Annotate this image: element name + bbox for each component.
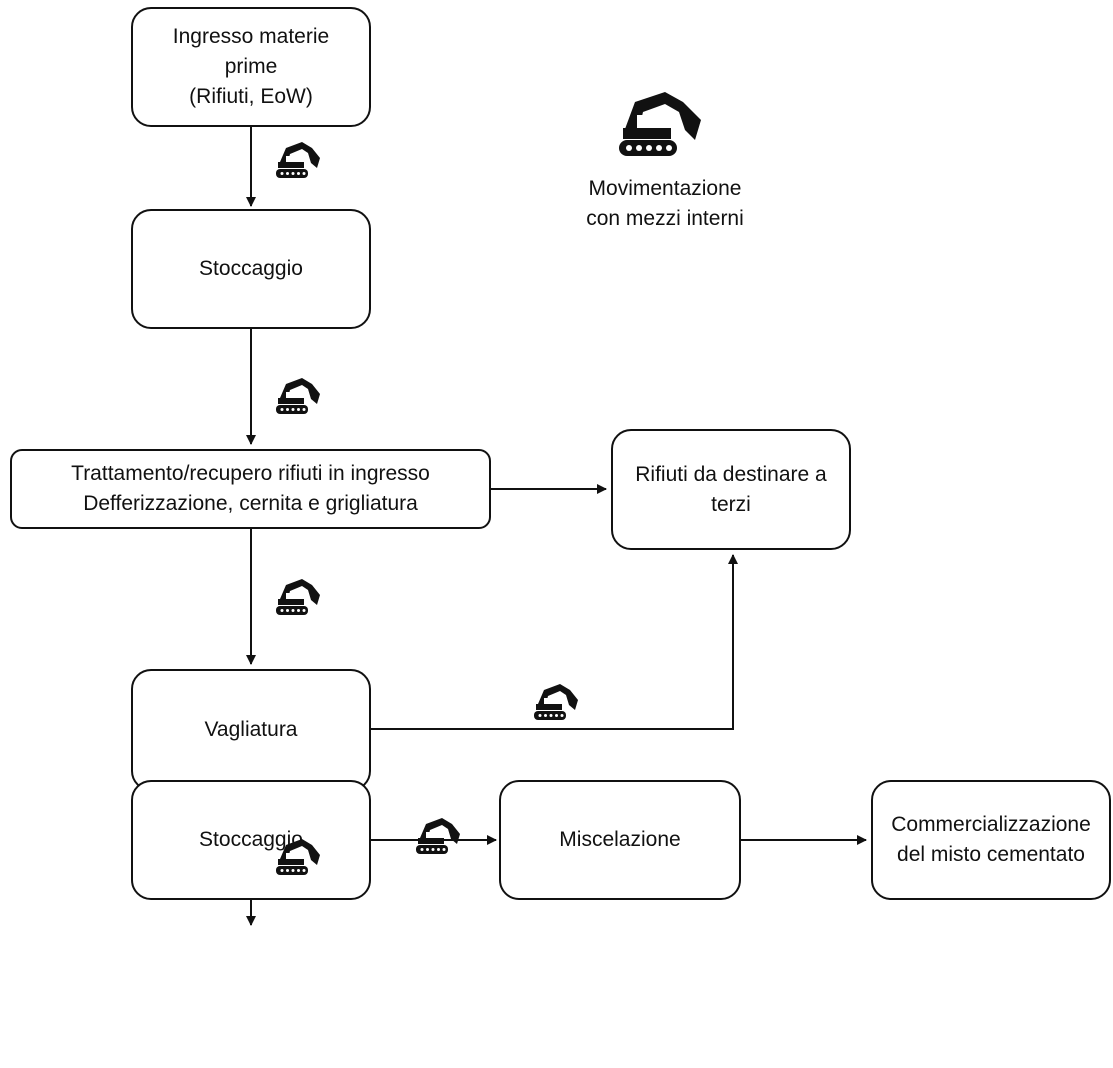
node-ingresso-materie-prime: Ingresso materie prime (Rifiuti, EoW) [131,7,371,127]
node-stoccaggio-2: Stoccaggio [131,780,371,900]
node-vagliatura: Vagliatura [131,669,371,791]
node-commercializzazione: Commercializzazione del misto cementato [871,780,1111,900]
node-rifiuti-terzi: Rifiuti da destinare a terzi [611,429,851,550]
excavator-icon [276,142,320,178]
node-stoccaggio-1-label: Stoccaggio [199,257,303,280]
excavator-icon [416,818,460,854]
excavator-icon [276,839,320,875]
legend-excavator-icon [619,92,701,156]
excavator-icon [276,378,320,414]
excavator-icon [534,684,578,720]
node-commercializzazione-label: Commercializzazione del misto cementato [891,813,1091,866]
node-ingresso-label: Ingresso materie prime (Rifiuti, EoW) [172,25,330,108]
node-miscelazione-label: Miscelazione [559,828,681,851]
node-trattamento-label: Trattamento/recupero rifiuti in ingresso… [71,462,430,515]
legend-label: Movimentazione con mezzi interni [586,177,744,230]
node-vagliatura-label: Vagliatura [204,718,298,741]
node-stoccaggio-1: Stoccaggio [131,209,371,329]
node-stoccaggio-2-label: Stoccaggio [199,828,303,851]
excavator-icon [276,579,320,615]
connector-vagliatura-rifiuti [371,554,738,730]
node-miscelazione: Miscelazione [499,780,741,900]
node-rifiuti-terzi-label: Rifiuti da destinare a terzi [635,462,827,516]
node-trattamento: Trattamento/recupero rifiuti in ingresso… [10,449,491,529]
